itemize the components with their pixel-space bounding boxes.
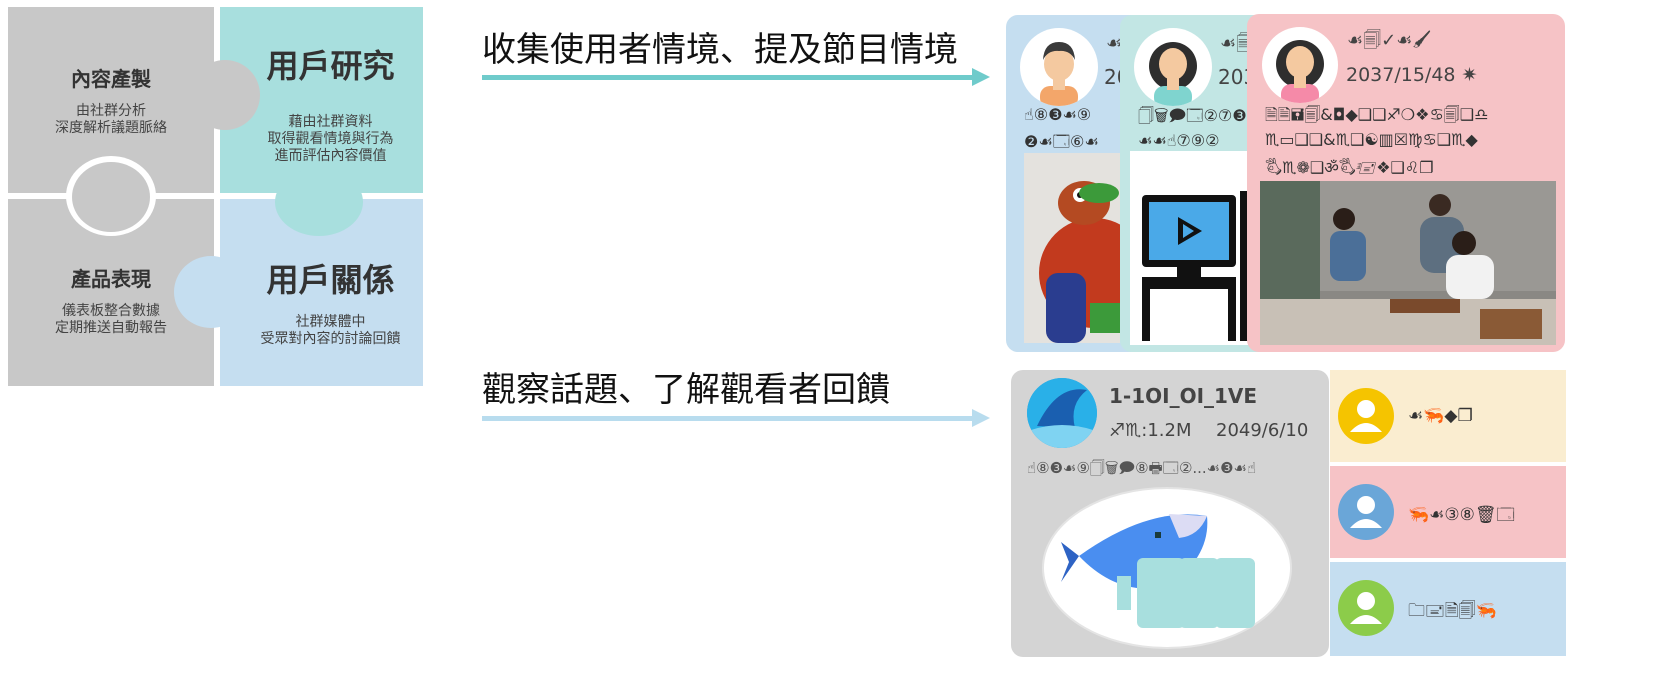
post-image bbox=[1130, 151, 1248, 345]
comment-text: 🦐☙③⑧🗑🗔 bbox=[1408, 505, 1515, 525]
user-silhouette-icon bbox=[1350, 592, 1382, 624]
comment-item[interactable]: 🦐☙③⑧🗑🗔 bbox=[1330, 466, 1566, 558]
post-handle: ☙🗐 bbox=[1220, 33, 1255, 54]
family-playing-photo bbox=[1260, 181, 1556, 345]
piece-desc-line-2: 取得觀看情境與行為 bbox=[267, 131, 394, 147]
user-avatar bbox=[1020, 28, 1098, 106]
toy-figure-photo bbox=[1024, 153, 1120, 343]
post-text-line-1: ☝⑧❸☙⑨ bbox=[1024, 105, 1092, 124]
post-date: 2037/15/48 ✷ bbox=[1346, 64, 1478, 86]
comment-item[interactable]: 🗀🖃🗎🗐🦐 bbox=[1330, 562, 1566, 656]
channel-description: ☝⑧❸☙⑨🗍🗑🗩⑧🖶🗔②...☙❸☙☝ bbox=[1027, 459, 1257, 477]
puzzle-tab-left bbox=[174, 256, 248, 328]
post-image bbox=[1024, 153, 1120, 343]
comment-item[interactable]: ☙🦐◆❐ bbox=[1330, 370, 1566, 462]
shark-fin-logo bbox=[1027, 378, 1097, 448]
piece-desc-line-3: 進而評估內容價值 bbox=[274, 148, 387, 164]
user-avatar bbox=[1134, 28, 1212, 106]
piece-desc-line-2: 受眾對內容的討論回饋 bbox=[260, 331, 401, 347]
user-avatar bbox=[1262, 27, 1338, 103]
post-text-line-1: 🗍🗑🗩🗔②⑦❸ bbox=[1138, 106, 1246, 125]
piece-desc-line-1: 由社群分析 bbox=[76, 103, 146, 119]
user-silhouette-icon bbox=[1350, 496, 1382, 528]
puzzle-tab-down bbox=[275, 168, 363, 236]
comment-text: 🗀🖃🗎🗐🦐 bbox=[1408, 601, 1497, 621]
piece-desc-line-2: 定期推送自動報告 bbox=[55, 320, 167, 336]
channel-image bbox=[1039, 486, 1295, 650]
channel-card[interactable]: 1-1OI_OI_1VE ♐♏:1.2M 2049/6/10 ☝⑧❸☙⑨🗍🗑🗩⑧… bbox=[1011, 370, 1329, 657]
channel-stats: ♐♏:1.2M bbox=[1109, 420, 1192, 441]
channel-name: 1-1OI_OI_1VE bbox=[1109, 384, 1258, 408]
commenter-avatar bbox=[1338, 388, 1394, 444]
bottom-row-arrow bbox=[482, 416, 974, 421]
commenter-avatar bbox=[1338, 580, 1394, 636]
post-image bbox=[1260, 181, 1556, 345]
fish-illustration bbox=[1042, 487, 1292, 649]
top-row-arrow bbox=[482, 75, 974, 80]
man-avatar-icon bbox=[1040, 42, 1078, 106]
post-card[interactable]: ☙🗐✓☙🖌 2037/15/48 ✷ 🗎🗎🖬🗐&◘◆❑❑♐❍❖♋🗐❑♎ ♏▭❑❑… bbox=[1247, 14, 1565, 352]
piece-title: 內容產製 bbox=[71, 67, 151, 91]
comment-text: ☙🦐◆❐ bbox=[1408, 406, 1473, 426]
channel-avatar bbox=[1027, 378, 1097, 448]
post-text-line-1: 🗎🗎🖬🗐&◘◆❑❑♐❍❖♋🗐❑♎ bbox=[1265, 105, 1489, 124]
piece-desc-line-1: 社群媒體中 bbox=[295, 314, 366, 330]
post-text-line-2: ❷☙🗔⑥☙ bbox=[1024, 132, 1099, 151]
post-handle: ☙🗐✓☙🖌 bbox=[1347, 30, 1432, 51]
piece-desc-line-1: 藉由社群資料 bbox=[288, 114, 373, 130]
commenter-avatar bbox=[1338, 484, 1394, 540]
top-row-arrowhead bbox=[972, 68, 990, 86]
post-text-line-2: ☙☙☝⑦⑨② bbox=[1138, 131, 1220, 150]
woman-avatar-icon bbox=[1149, 42, 1197, 106]
top-row-heading: 收集使用者情境、提及節目情境 bbox=[482, 30, 958, 70]
piece-desc-line-2: 深度解析議題脈絡 bbox=[55, 120, 167, 136]
piece-title: 用戶研究 bbox=[266, 47, 395, 85]
user-silhouette-icon bbox=[1350, 400, 1382, 432]
piece-desc-line-1: 儀表板整合數據 bbox=[62, 303, 160, 319]
channel-date: 2049/6/10 bbox=[1216, 420, 1309, 441]
post-text-line-2: ♏▭❑❑&♏❑☯▥☒♍♋❑♏◆ bbox=[1265, 130, 1478, 149]
puzzle-tab-up bbox=[72, 162, 150, 232]
woman-avatar-icon bbox=[1276, 40, 1324, 103]
piece-title: 產品表現 bbox=[71, 267, 151, 291]
piece-title: 用戶關係 bbox=[266, 261, 395, 299]
tv-play-icon bbox=[1142, 191, 1248, 341]
bottom-row-heading: 觀察話題、了解觀看者回饋 bbox=[482, 370, 890, 410]
bottom-row-arrowhead bbox=[972, 409, 990, 427]
puzzle-tab-right bbox=[190, 60, 260, 130]
post-text-line-3: 🖏♏❁❑ॐ🖏🖅❖❑♌❐ bbox=[1265, 158, 1434, 177]
